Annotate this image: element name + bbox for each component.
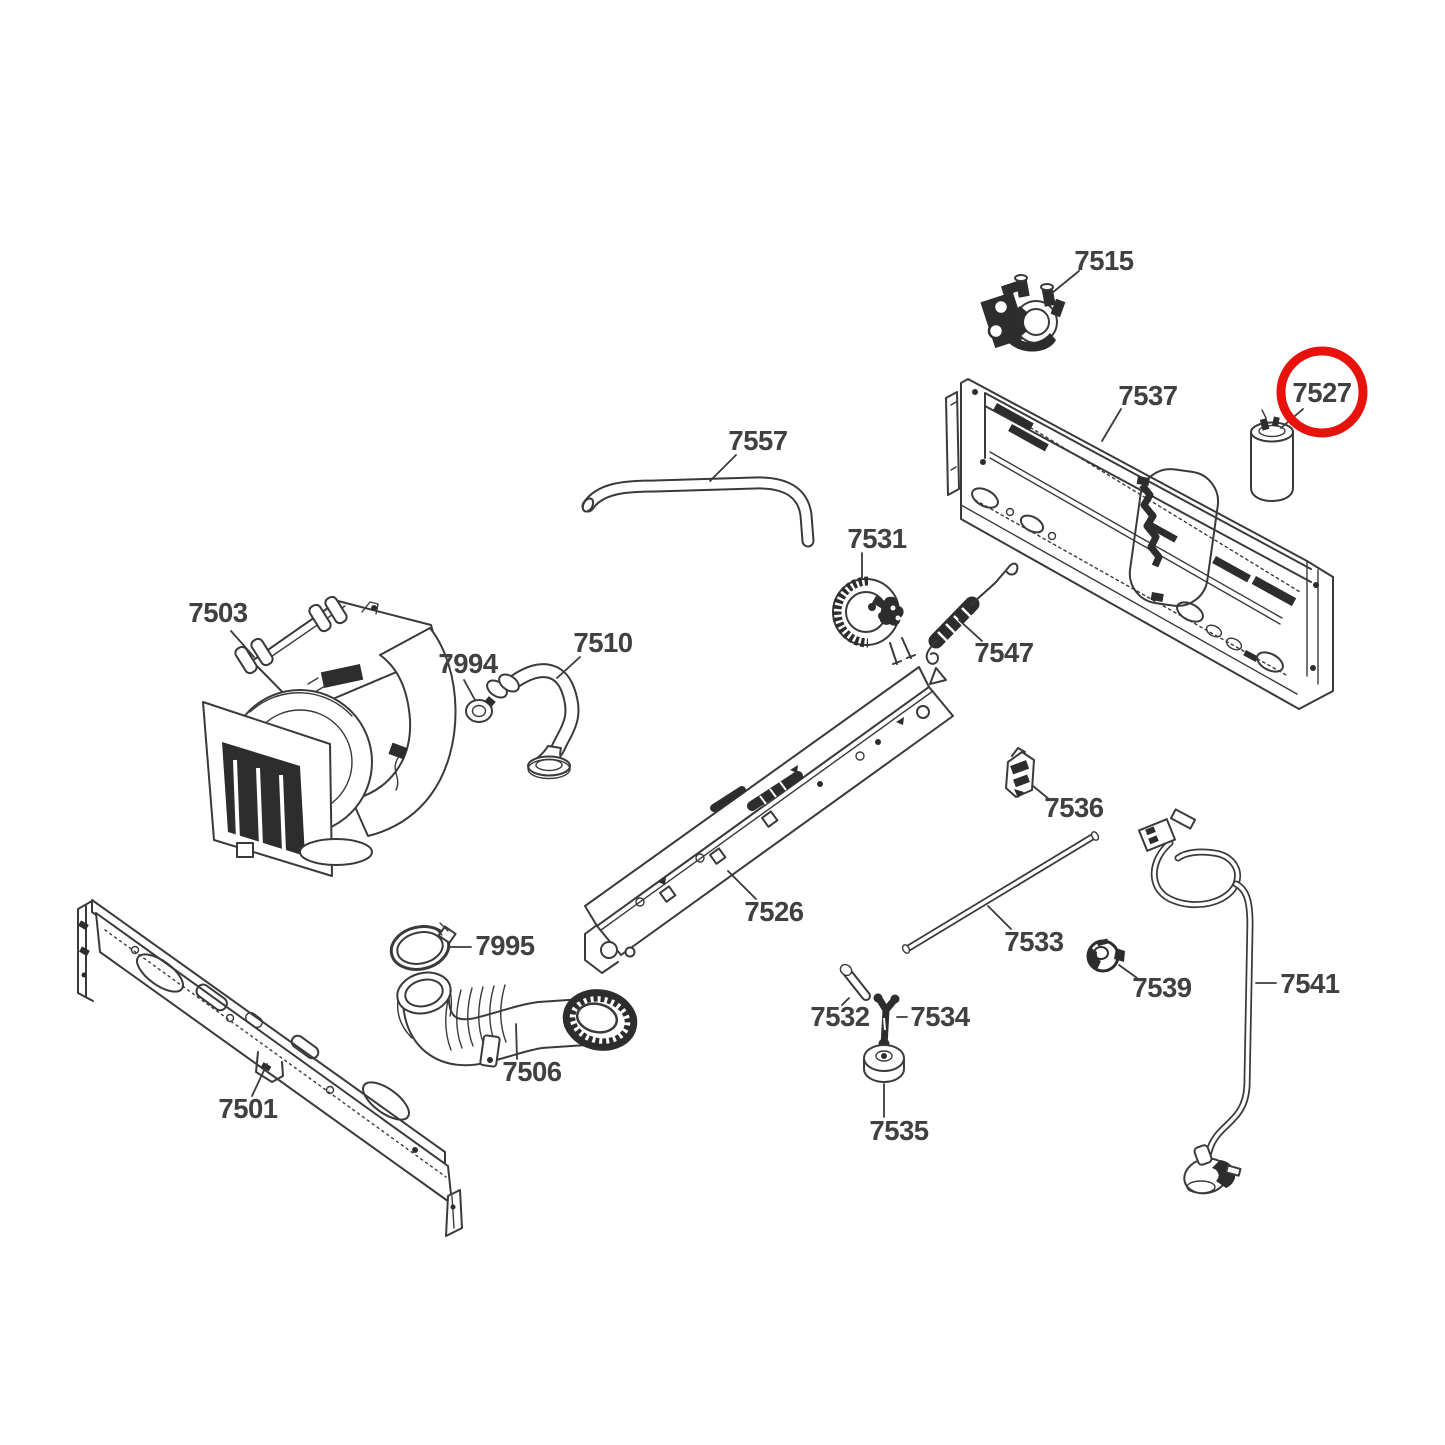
part-label-7557: 7557 bbox=[728, 425, 787, 456]
part-label-7995: 7995 bbox=[475, 930, 534, 961]
part-7994-clamp bbox=[465, 696, 496, 723]
part-7533-rod bbox=[901, 831, 1100, 954]
part-7506-bellows-hose bbox=[396, 971, 638, 1068]
part-label-7533: 7533 bbox=[1004, 926, 1063, 957]
part-label-7547: 7547 bbox=[974, 637, 1033, 668]
part-label-7527: 7527 bbox=[1292, 377, 1351, 408]
part-7501-base-panel bbox=[77, 899, 463, 1237]
part-7531-pressure-switch bbox=[832, 576, 916, 665]
part-7547-spring bbox=[925, 562, 1019, 665]
part-label-7534: 7534 bbox=[910, 1001, 970, 1032]
part-label-7532: 7532 bbox=[810, 1001, 869, 1032]
leader-lines bbox=[230, 270, 1277, 1118]
part-label-7994: 7994 bbox=[438, 648, 498, 679]
part-label-7515: 7515 bbox=[1074, 245, 1133, 276]
part-7535-grommet bbox=[863, 1044, 905, 1083]
part-label-7539: 7539 bbox=[1132, 972, 1191, 1003]
part-label-7501: 7501 bbox=[218, 1093, 277, 1124]
part-label-7535: 7535 bbox=[869, 1115, 928, 1146]
part-label-7536: 7536 bbox=[1044, 792, 1103, 823]
part-7536-clip bbox=[1005, 747, 1035, 798]
part-7995-hose-clamp bbox=[389, 922, 457, 971]
part-7541-power-cord bbox=[1137, 808, 1254, 1195]
part-label-7537: 7537 bbox=[1118, 380, 1177, 411]
part-label-7506: 7506 bbox=[502, 1056, 561, 1087]
part-7526-support-rail bbox=[584, 666, 954, 974]
part-7503-blower-housing bbox=[202, 595, 457, 877]
part-7537-rear-panel bbox=[945, 378, 1334, 710]
part-7534-y-piece bbox=[873, 993, 900, 1050]
part-label-7510: 7510 bbox=[573, 627, 632, 658]
part-7532-pin bbox=[839, 963, 871, 1001]
highlight-circle bbox=[1276, 346, 1368, 438]
part-7510-hose bbox=[486, 663, 580, 780]
part-7515-inlet-valve bbox=[980, 274, 1066, 352]
part-7557-hose bbox=[581, 476, 815, 548]
part-label-7531: 7531 bbox=[847, 523, 906, 554]
part-7539-nut bbox=[1086, 938, 1125, 973]
part-label-7526: 7526 bbox=[744, 896, 803, 927]
part-7527-capacitor bbox=[1250, 408, 1304, 502]
part-label-7503: 7503 bbox=[188, 597, 247, 628]
part-label-7541: 7541 bbox=[1280, 968, 1339, 999]
